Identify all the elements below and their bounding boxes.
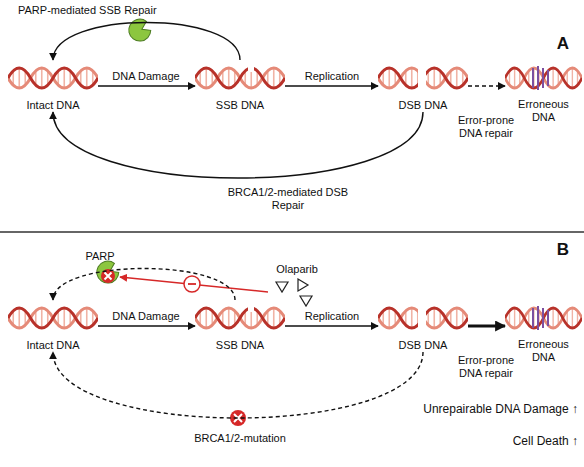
dna-helix	[195, 68, 285, 88]
block-mark	[234, 414, 242, 422]
mutation-marks	[533, 306, 548, 330]
dna-helix	[195, 308, 285, 328]
block-mark	[105, 273, 112, 280]
state-label: Erroneous DNA	[514, 338, 574, 364]
strand-break	[418, 60, 426, 96]
edge-label: Replication	[287, 310, 377, 323]
process-arrow	[53, 112, 423, 178]
panel-letter: B	[548, 240, 578, 260]
state-label: Intact DNA	[26, 339, 79, 352]
dashed-arrow	[53, 352, 423, 418]
edge-label: BRCA1/2-mediated DSB Repair	[226, 186, 350, 212]
process-arrow	[285, 325, 378, 326]
process-arrow	[98, 85, 195, 86]
dna-helix	[8, 68, 98, 88]
dna-state: DSB DNA	[378, 300, 468, 352]
state-label: Intact DNA	[26, 99, 79, 112]
dna-state: Erroneous DNA	[505, 60, 582, 124]
dna-state: Erroneous DNA	[505, 300, 582, 364]
drug-label: Olaparib	[262, 262, 332, 276]
state-label: DSB DNA	[399, 339, 448, 352]
parp-enzyme	[126, 16, 153, 44]
outcome-text: Unrepairable DNA Damage ↑	[370, 402, 578, 417]
enzyme-label: PARP	[70, 249, 130, 263]
panel-letter: A	[548, 34, 578, 54]
mutation-marks	[533, 66, 548, 90]
state-label: DSB DNA	[399, 99, 448, 112]
block-mark	[101, 269, 115, 283]
dna-state: DSB DNA	[378, 60, 468, 112]
edge-label: Replication	[287, 70, 377, 83]
edge-label: PARP-mediated SSB Repair	[18, 4, 218, 17]
edge-label: Error-prone DNA repair	[446, 114, 526, 140]
dashed-arrow	[468, 85, 505, 86]
process-arrow	[285, 85, 378, 86]
panel-divider	[0, 231, 584, 233]
process-arrow	[53, 23, 240, 61]
block-mark	[230, 410, 246, 426]
state-label: SSB DNA	[216, 339, 264, 352]
strand-break	[248, 62, 254, 72]
edge-label: DNA Damage	[101, 310, 191, 323]
dna-state: Intact DNA	[8, 60, 98, 112]
edge-label: Error-prone DNA repair	[446, 354, 526, 380]
edge-label: DNA Damage	[101, 70, 191, 83]
dashed-arrow	[53, 269, 235, 301]
inhibition-arrow	[120, 277, 268, 292]
inhibition-symbol	[188, 283, 196, 285]
process-arrow	[98, 325, 195, 326]
outcome-text: Cell Death ↑	[420, 434, 578, 449]
dna-helix	[8, 308, 98, 328]
edge-label: BRCA1/2-mutation	[180, 432, 300, 445]
strand-break	[248, 302, 254, 312]
process-arrow	[468, 325, 505, 328]
olaparib-molecules	[276, 279, 312, 306]
dna-state: Intact DNA	[8, 300, 98, 352]
inhibition-symbol	[184, 276, 200, 292]
state-label: SSB DNA	[216, 99, 264, 112]
parp-enzyme	[94, 258, 121, 286]
dna-state: SSB DNA	[195, 300, 285, 352]
state-label: Erroneous DNA	[514, 98, 574, 124]
strand-break	[418, 300, 426, 336]
dna-state: SSB DNA	[195, 60, 285, 112]
